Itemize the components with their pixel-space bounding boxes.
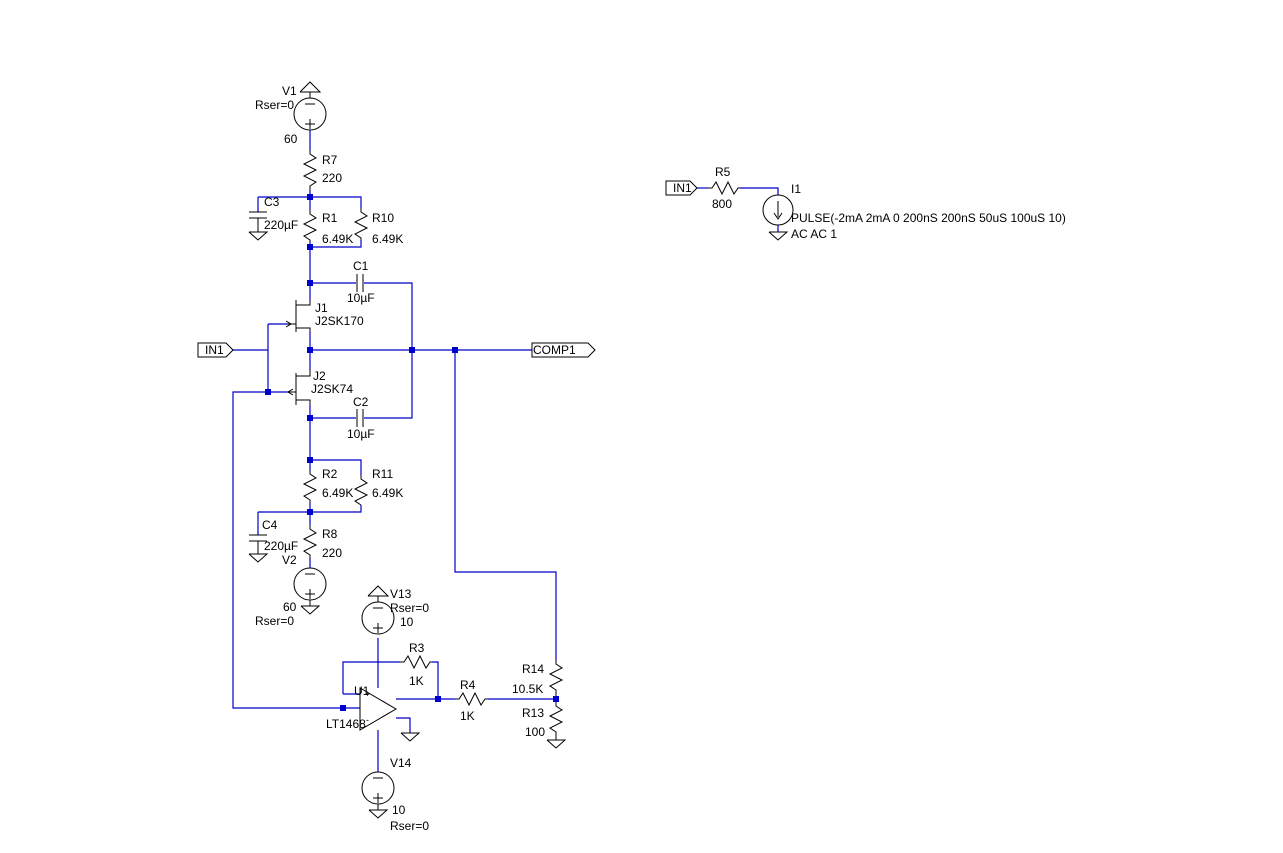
r4-ref: R4 [460, 678, 476, 692]
v1-value: 60 [284, 132, 298, 146]
net-label-in1-left[interactable]: IN1 [197, 342, 234, 358]
c2-ref: C2 [353, 395, 369, 409]
resistor-r13[interactable]: R13 100 [522, 702, 567, 749]
ground-symbol-u1 [400, 732, 421, 742]
resistor-r3[interactable]: R3 1K [400, 641, 432, 688]
capacitor-c4[interactable]: C4 220µF [248, 518, 298, 563]
v13-ref: V13 [390, 587, 412, 601]
resistor-r4[interactable]: R4 1K [455, 678, 488, 723]
r7-value: 220 [322, 171, 342, 185]
r10-ref: R10 [372, 211, 394, 225]
r13-value: 100 [525, 725, 545, 739]
r1-value: 6.49K [322, 232, 353, 246]
resistor-r11[interactable]: R11 6.49K [353, 467, 403, 506]
r14-ref: R14 [522, 662, 544, 676]
r11-value: 6.49K [372, 486, 403, 500]
junction-dots [265, 194, 559, 711]
j2-ref: J2 [313, 369, 326, 383]
voltage-source-v14[interactable]: V14 10 Rser=0 [361, 756, 429, 833]
c3-ref: C3 [264, 195, 280, 209]
r14-value: 10.5K [512, 682, 543, 696]
c4-ref: C4 [262, 518, 278, 532]
resistor-r5[interactable]: R5 800 [708, 165, 740, 211]
jfet-j1[interactable]: J1 J2SK170 [285, 300, 364, 332]
i1-value: PULSE(-2mA 2mA 0 200nS 200nS 50uS 100uS … [791, 211, 1066, 225]
v14-ref: V14 [390, 756, 412, 770]
resistor-r7[interactable]: R7 220 [302, 150, 342, 190]
i1-ac: AC AC 1 [791, 227, 837, 241]
voltage-source-v13[interactable]: V13 Rser=0 10 [361, 585, 429, 635]
capacitor-c1[interactable]: C1 10µF [347, 259, 375, 305]
v13-value: 10 [400, 615, 414, 629]
r2-value: 6.49K [322, 486, 353, 500]
r5-value: 800 [712, 197, 732, 211]
i1-ref: I1 [791, 182, 801, 196]
j1-value: J2SK170 [315, 314, 364, 328]
net-label-in1-right-text: IN1 [673, 181, 692, 195]
v2-ref: V2 [282, 553, 297, 567]
u1-value: LT1468 [326, 717, 366, 731]
r3-ref: R3 [409, 641, 425, 655]
j2-value: J2SK74 [311, 382, 353, 396]
u1-plus-sign: + [365, 689, 370, 699]
resistor-r2[interactable]: R2 6.49K [302, 467, 353, 503]
v14-rser: Rser=0 [390, 819, 429, 833]
resistor-r8[interactable]: R8 220 [302, 525, 342, 560]
j1-ref: J1 [315, 301, 328, 315]
c3-value: 220µF [264, 218, 298, 232]
capacitor-c2[interactable]: C2 10µF [347, 395, 375, 441]
u1-ref: U1 [354, 684, 370, 698]
c2-value: 10µF [347, 427, 375, 441]
current-source-i1[interactable]: I1 PULSE(-2mA 2mA 0 200nS 200nS 50uS 100… [762, 182, 1066, 241]
u1-minus-sign: - [366, 715, 369, 725]
v13-rser: Rser=0 [390, 601, 429, 615]
r11-ref: R11 [372, 467, 393, 481]
wires [232, 130, 779, 772]
v2-value: 60 [283, 600, 297, 614]
c1-value: 10µF [347, 291, 375, 305]
r8-value: 220 [322, 546, 342, 560]
net-label-comp1[interactable]: COMP1 [531, 342, 596, 358]
v1-ref: V1 [282, 84, 297, 98]
resistor-r10[interactable]: R10 6.49K [353, 208, 403, 246]
resistor-r1[interactable]: R1 6.49K [302, 210, 353, 246]
r8-ref: R8 [322, 527, 338, 541]
r1-ref: R1 [322, 211, 338, 225]
r5-ref: R5 [715, 165, 731, 179]
voltage-source-v2[interactable]: V2 60 Rser=0 [255, 553, 327, 628]
voltage-source-v1[interactable]: V1 Rser=0 60 [255, 81, 327, 146]
r7-ref: R7 [322, 153, 338, 167]
v2-rser: Rser=0 [255, 614, 294, 628]
v14-value: 10 [392, 803, 406, 817]
net-label-comp1-text: COMP1 [533, 343, 576, 357]
r13-ref: R13 [522, 706, 544, 720]
opamp-u1[interactable]: + - U1 LT1468 [326, 684, 397, 731]
resistor-r14[interactable]: R14 10.5K [512, 660, 564, 696]
c1-ref: C1 [353, 259, 369, 273]
jfet-j2[interactable]: J2 J2SK74 [287, 369, 353, 405]
capacitor-c3[interactable]: C3 220µF [248, 195, 298, 241]
net-label-in1-left-text: IN1 [205, 343, 224, 357]
r2-ref: R2 [322, 467, 338, 481]
net-label-in1-right[interactable]: IN1 [665, 180, 698, 196]
r3-value: 1K [409, 674, 424, 688]
c4-value: 220µF [264, 539, 298, 553]
r10-value: 6.49K [372, 232, 403, 246]
r4-value: 1K [460, 709, 475, 723]
v1-rser: Rser=0 [255, 98, 294, 112]
